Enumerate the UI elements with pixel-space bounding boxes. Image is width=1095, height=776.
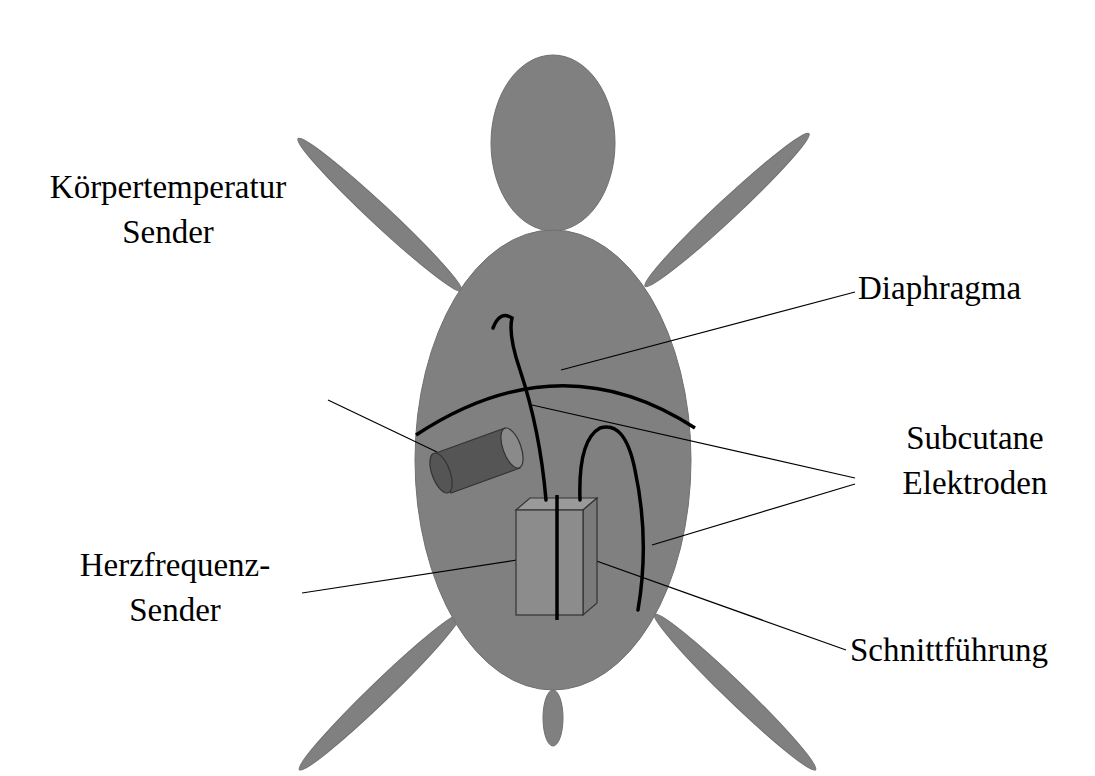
leader-line (328, 400, 437, 452)
hind-left-limb (292, 607, 467, 776)
front-right-limb (638, 126, 815, 293)
tail (543, 690, 563, 746)
leader-line (652, 484, 855, 545)
leader-line (302, 560, 517, 593)
part-label: Körpertemperatur Sender (8, 165, 328, 254)
diaphragm-line (416, 386, 695, 435)
head (491, 55, 615, 231)
electrode-wire (493, 316, 546, 500)
part-label: Subcutane Elektroden (860, 416, 1090, 505)
part-label: Herzfrequenz- Sender (30, 543, 320, 632)
leader-line (561, 292, 855, 370)
front-left-limb (291, 131, 468, 298)
part-label: Diaphragma (858, 266, 1021, 311)
electrode-wire (580, 427, 644, 610)
temperature-transmitter (425, 425, 527, 496)
incision-line (555, 495, 559, 620)
part-label: Schnittführung (850, 628, 1048, 673)
leader-line (560, 548, 846, 650)
body (415, 230, 691, 690)
